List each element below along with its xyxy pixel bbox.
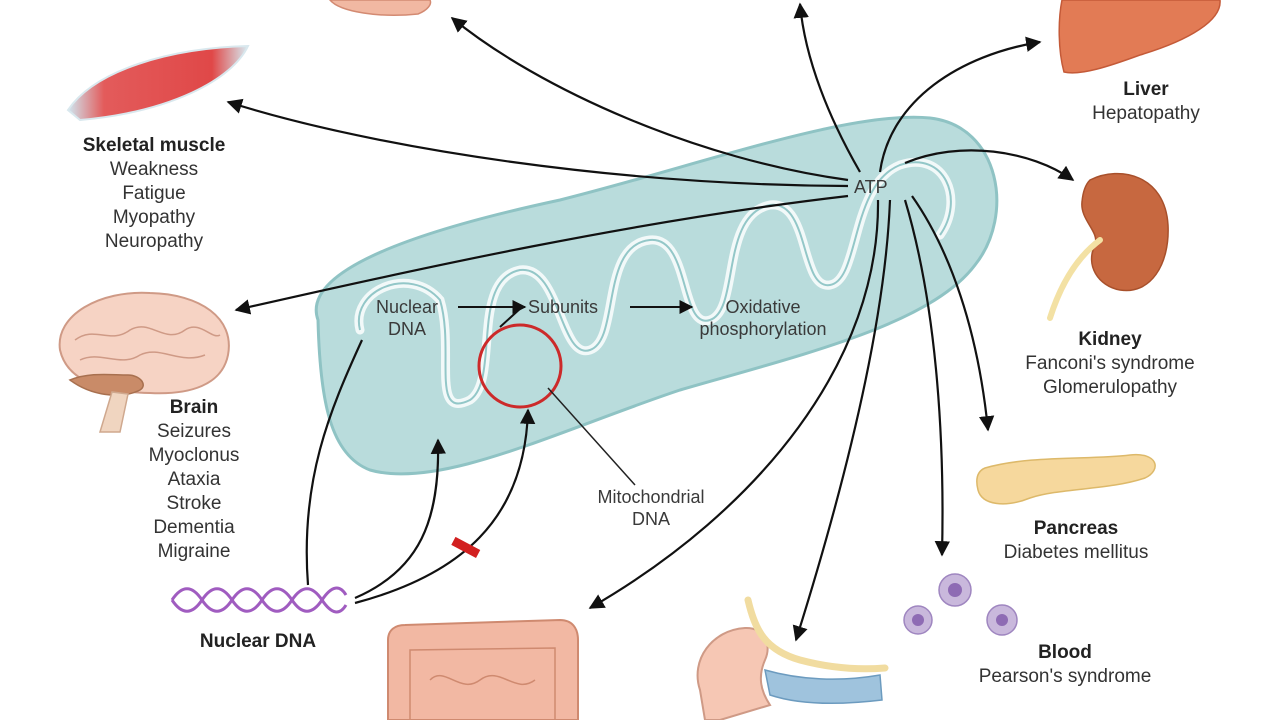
- arrow-atp-to-brain: [234, 194, 849, 315]
- skeletal-muscle-symptom-4: Neuropathy: [104, 231, 204, 252]
- liver-symptom-1: Hepatopathy: [1092, 103, 1200, 124]
- mtdna-pointer-line: [547, 387, 636, 486]
- blocked-mark: [451, 536, 481, 558]
- arrow-atp-to-pancreas: [911, 195, 995, 432]
- mitochondrial-dna-line1: Mitochondrial: [597, 487, 705, 507]
- intestine-icon: [387, 618, 579, 720]
- subunits-label: Subunits: [528, 297, 599, 317]
- oxidative-line2: phosphorylation: [699, 319, 827, 339]
- blood-title: Blood: [1038, 642, 1092, 663]
- line-nuclear-dna-to-mito: [305, 339, 364, 586]
- pancreas-icon: [976, 453, 1156, 505]
- kidney-symptom-1: Fanconi's syndrome: [1025, 353, 1195, 374]
- brain-symptom-3: Ataxia: [167, 469, 221, 490]
- arrow-atp-to-upper-left-organ: [450, 17, 849, 182]
- liver-label: Liver Hepatopathy: [1056, 78, 1236, 126]
- atp-arrows: [226, 2, 1075, 642]
- brain-icon: [58, 291, 230, 433]
- brain-symptom-5: Dementia: [153, 517, 235, 538]
- arrow-mtdna-to-subunits: [499, 306, 523, 328]
- nuclear-dna-inner-label: Nuclear DNA: [362, 296, 452, 340]
- pancreas-title: Pancreas: [1033, 518, 1119, 539]
- skeletal-muscle-symptom-1: Weakness: [109, 159, 199, 180]
- kidney-title: Kidney: [1078, 329, 1142, 350]
- pancreas-label: Pancreas Diabetes mellitus: [966, 517, 1186, 565]
- brain-symptom-2: Myoclonus: [148, 445, 240, 466]
- oxidative-line1: Oxidative: [725, 297, 801, 317]
- liver-icon: [1058, 0, 1221, 74]
- nuclear-dna-arrows: [305, 339, 536, 605]
- arrow-nuclear-dna-to-mito: [354, 438, 447, 600]
- arrow-atp-to-blood: [903, 199, 951, 557]
- kidney-icon: [1047, 172, 1169, 321]
- mitochondrial-dna-line2: DNA: [631, 509, 670, 529]
- nuclear-dna-label: Nuclear DNA: [158, 630, 358, 654]
- oxidative-phosphorylation-label: Oxidative phosphorylation: [668, 296, 858, 340]
- kidney-symptom-2: Glomerulopathy: [1042, 377, 1178, 398]
- arrow-atp-to-skeletal-muscle: [226, 98, 849, 188]
- kidney-label: Kidney Fanconi's syndrome Glomerulopathy: [990, 328, 1230, 400]
- arrow-nuclear-dna-to-mtdna: [354, 408, 536, 605]
- skeletal-muscle-symptom-3: Myopathy: [112, 207, 196, 228]
- skeletal-muscle-symptom-2: Fatigue: [122, 183, 186, 204]
- blood-symptom-1: Pearson's syndrome: [978, 666, 1152, 687]
- nuclear-dna-inner-line2: DNA: [387, 319, 426, 339]
- blood-label: Blood Pearson's syndrome: [940, 641, 1190, 689]
- atp-label: ATP: [854, 177, 888, 197]
- skeletal-muscle-title: Skeletal muscle: [82, 135, 226, 156]
- mitochondrial-dna-label: Mitochondrial DNA: [566, 486, 736, 530]
- liver-title: Liver: [1123, 79, 1169, 100]
- arrow-atp-to-kidney: [904, 149, 1075, 181]
- arrow-atp-to-ear: [792, 199, 892, 642]
- arrow-atp-to-top-organ: [793, 2, 861, 173]
- skeletal-muscle-label: Skeletal muscle Weakness Fatigue Myopath…: [44, 134, 264, 254]
- dna-helix-icon: [170, 586, 348, 614]
- upper-left-organ-icon: [329, 0, 432, 16]
- mtdna-ring: [477, 323, 563, 409]
- brain-symptom-1: Seizures: [157, 421, 231, 442]
- arrow-atp-to-liver: [878, 36, 1042, 173]
- nuclear-dna-inner-line1: Nuclear: [375, 297, 439, 317]
- blood-cells-icon: [903, 573, 1018, 636]
- ear-icon: [696, 596, 889, 720]
- arrow-atp-to-intestine: [588, 199, 880, 609]
- nuclear-dna-title: Nuclear DNA: [199, 631, 317, 652]
- brain-symptom-6: Migraine: [157, 541, 231, 562]
- pancreas-symptom-1: Diabetes mellitus: [1003, 542, 1149, 563]
- brain-label: Brain Seizures Myoclonus Ataxia Stroke D…: [104, 396, 284, 564]
- skeletal-muscle-icon: [66, 44, 250, 122]
- brain-title: Brain: [169, 397, 219, 418]
- brain-symptom-4: Stroke: [166, 493, 222, 514]
- mitochondrion: [314, 115, 999, 476]
- internal-arrows: [458, 300, 694, 328]
